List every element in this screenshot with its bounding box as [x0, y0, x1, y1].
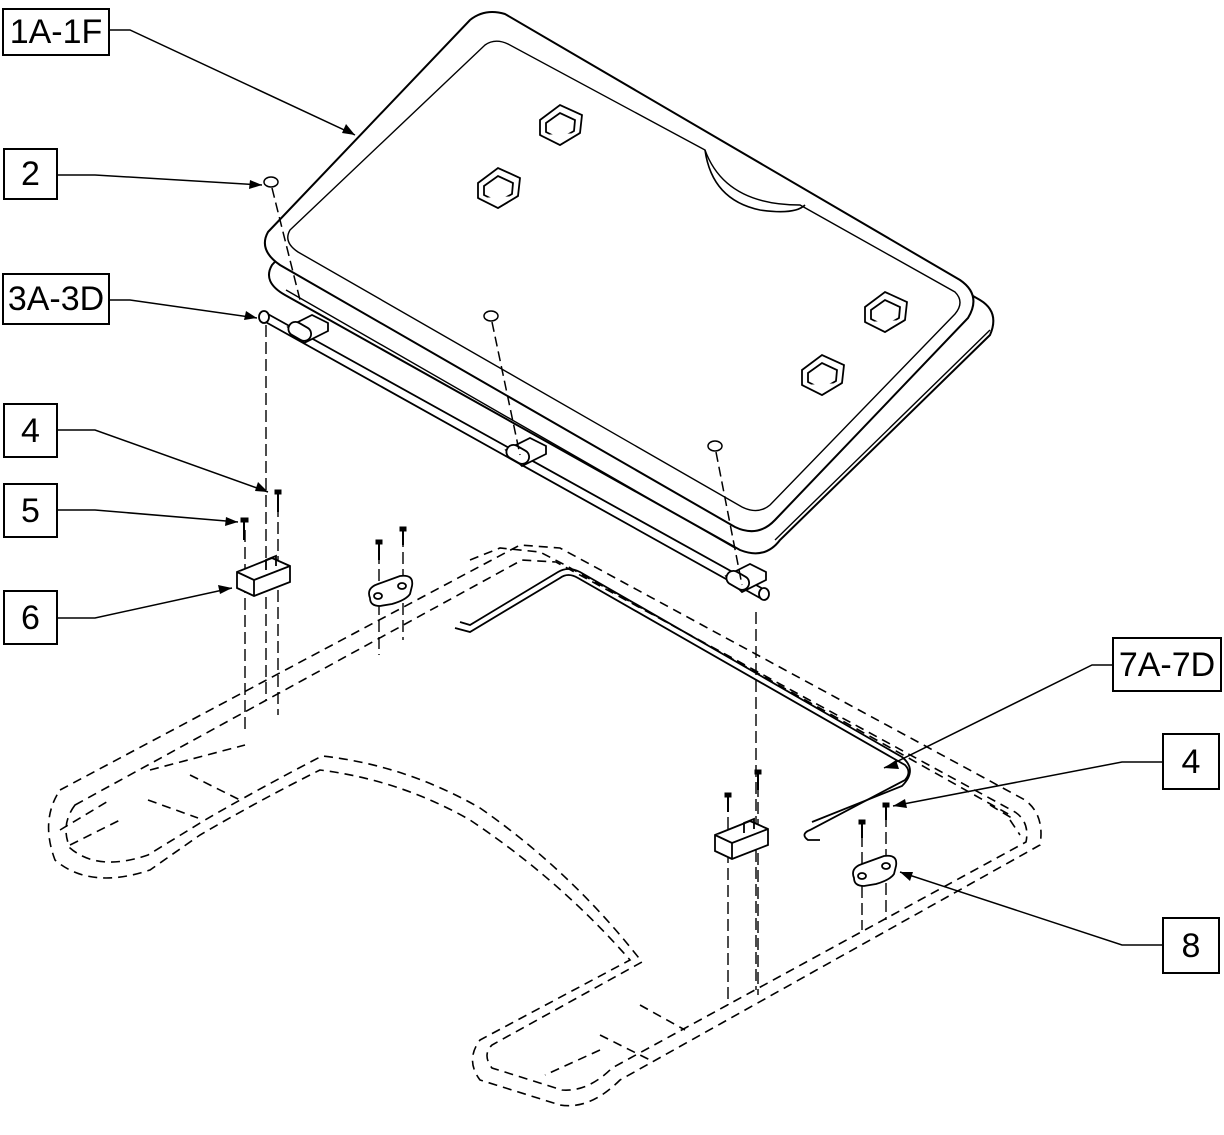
leader-3: [110, 299, 258, 319]
callout-4-left: 4: [3, 403, 58, 458]
callout-8: 8: [1162, 917, 1220, 974]
leader-6: [58, 587, 233, 619]
tray-assembly: [264, 11, 995, 555]
base-frame-phantom: [47, 544, 1042, 1107]
leader-7: [883, 664, 1112, 769]
leader-2: [58, 174, 263, 186]
screws-2: [263, 176, 743, 586]
leader-arrowheads: [218, 124, 913, 881]
callout-4-right: 4: [1162, 733, 1220, 790]
parts-6-8: [236, 554, 898, 887]
leader-8: [899, 871, 1162, 946]
leader-4b: [892, 761, 1162, 807]
screws-4-5: [240, 489, 890, 838]
rod-7: [454, 568, 911, 841]
leader-4a: [58, 429, 269, 493]
leader-lines: [58, 29, 1162, 946]
hinge-rod-3: [258, 310, 770, 601]
leader-1: [110, 29, 356, 136]
callout-3a-3d: 3A-3D: [2, 273, 110, 325]
callout-7a-7d: 7A-7D: [1112, 637, 1222, 692]
callout-1a-1f: 1A-1F: [2, 8, 110, 56]
callout-5: 5: [3, 483, 58, 538]
tray-clips: [477, 103, 908, 397]
callout-6: 6: [3, 590, 58, 645]
callout-2: 2: [3, 148, 58, 200]
leader-5: [58, 509, 239, 523]
